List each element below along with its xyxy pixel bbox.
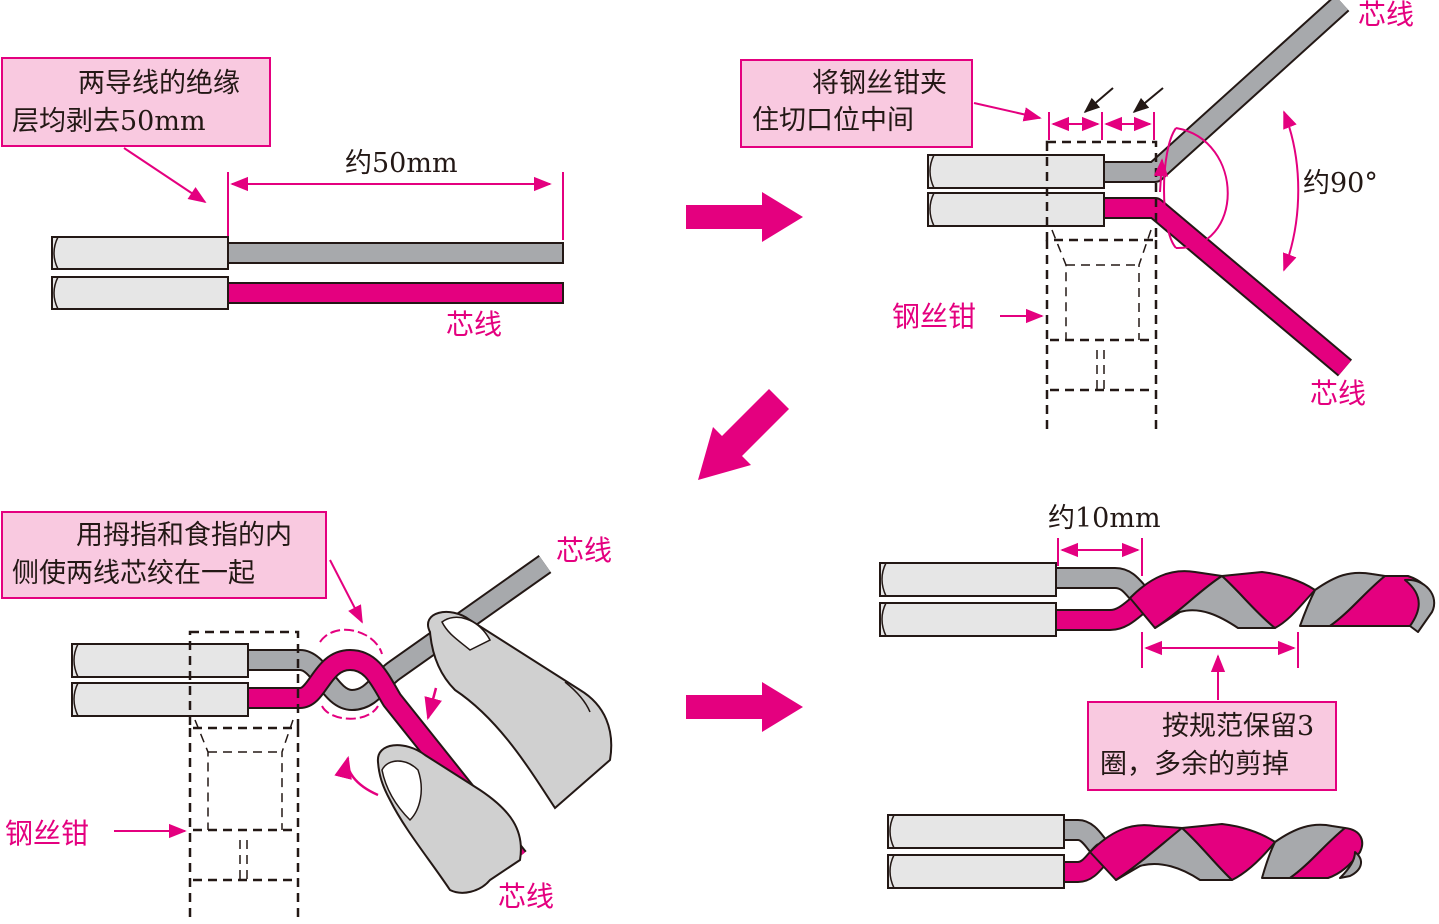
step2-insulation <box>927 154 1105 227</box>
step1-length-label: 约50mm <box>345 148 458 179</box>
step2-panel: 将钢丝钳夹 住切口位中间 <box>740 0 1414 432</box>
step2-note-box <box>740 59 973 148</box>
step3-finger-arrow-down <box>424 687 442 721</box>
step4-panel: 约10mm 按规范保留3 圈，多余的剪掉 <box>879 503 1435 889</box>
step1-wire-top <box>51 236 564 270</box>
step2-pliers-outline <box>1045 140 1158 432</box>
step1-pointer <box>123 147 207 203</box>
step1-note-line2: 层均剥去50mm <box>12 106 206 137</box>
step2-plier-label: 钢丝钳 <box>892 300 976 333</box>
step3-panel: 用拇指和食指的内 侧使两线芯绞在一起 <box>1 511 613 922</box>
step3-pliers-outline <box>188 630 300 922</box>
step1-panel: 两导线的绝缘 层均剥去50mm 约50mm 芯线 <box>1 57 564 341</box>
step4-note-line2: 圈，多余的剪掉 <box>1100 749 1289 780</box>
step4-finished-joint <box>1089 823 1364 881</box>
step3-note-line2: 侧使两线芯绞在一起 <box>12 558 255 589</box>
step1-note-line1: 两导线的绝缘 <box>78 68 240 99</box>
step3-pointer <box>329 559 363 624</box>
step4-finished-insulation <box>887 814 1065 889</box>
step3-twist-arc-bottom <box>321 705 379 720</box>
step2-black-arrow-1 <box>1083 87 1114 114</box>
step2-core-label-bottom: 芯线 <box>1310 377 1366 410</box>
step4-note-line1: 按规范保留3 <box>1162 711 1314 742</box>
step2-black-arrow-2 <box>1132 87 1164 114</box>
step3-note-box <box>1 511 327 599</box>
step3-core-label-top: 芯线 <box>556 534 612 567</box>
step4-twisted-rope <box>1129 570 1435 633</box>
step2-note-line1: 将钢丝钳夹 <box>812 68 947 99</box>
right-arrow-icon <box>686 192 803 242</box>
step4-insulation <box>879 562 1057 637</box>
down-left-arrow-icon <box>698 389 789 480</box>
step1-wire-bottom <box>51 276 564 310</box>
step2-angle-label: 约90° <box>1303 168 1378 199</box>
step1-core-label: 芯线 <box>446 308 502 341</box>
step4-note-box <box>1087 701 1337 791</box>
step1-note-box <box>1 57 271 147</box>
step3-core-label-bottom: 芯线 <box>498 880 554 913</box>
step3-plier-label: 钢丝钳 <box>5 817 89 850</box>
step2-cut-arrow <box>1153 158 1169 193</box>
step3-insulation <box>71 643 249 717</box>
right-arrow-icon <box>686 682 803 732</box>
step4-length-label: 约10mm <box>1048 503 1161 534</box>
index-finger-icon <box>427 611 613 810</box>
step3-twist-arc-top <box>319 628 383 655</box>
step2-core-label-top: 芯线 <box>1358 0 1414 31</box>
step3-rotate-arrow <box>334 755 379 797</box>
step3-note-line1: 用拇指和食指的内 <box>76 520 292 551</box>
step2-bend-arc <box>1175 127 1229 250</box>
step2-pointer <box>973 102 1042 122</box>
step2-angle-arrow <box>1283 110 1300 272</box>
step2-note-line2: 住切口位中间 <box>752 105 914 136</box>
